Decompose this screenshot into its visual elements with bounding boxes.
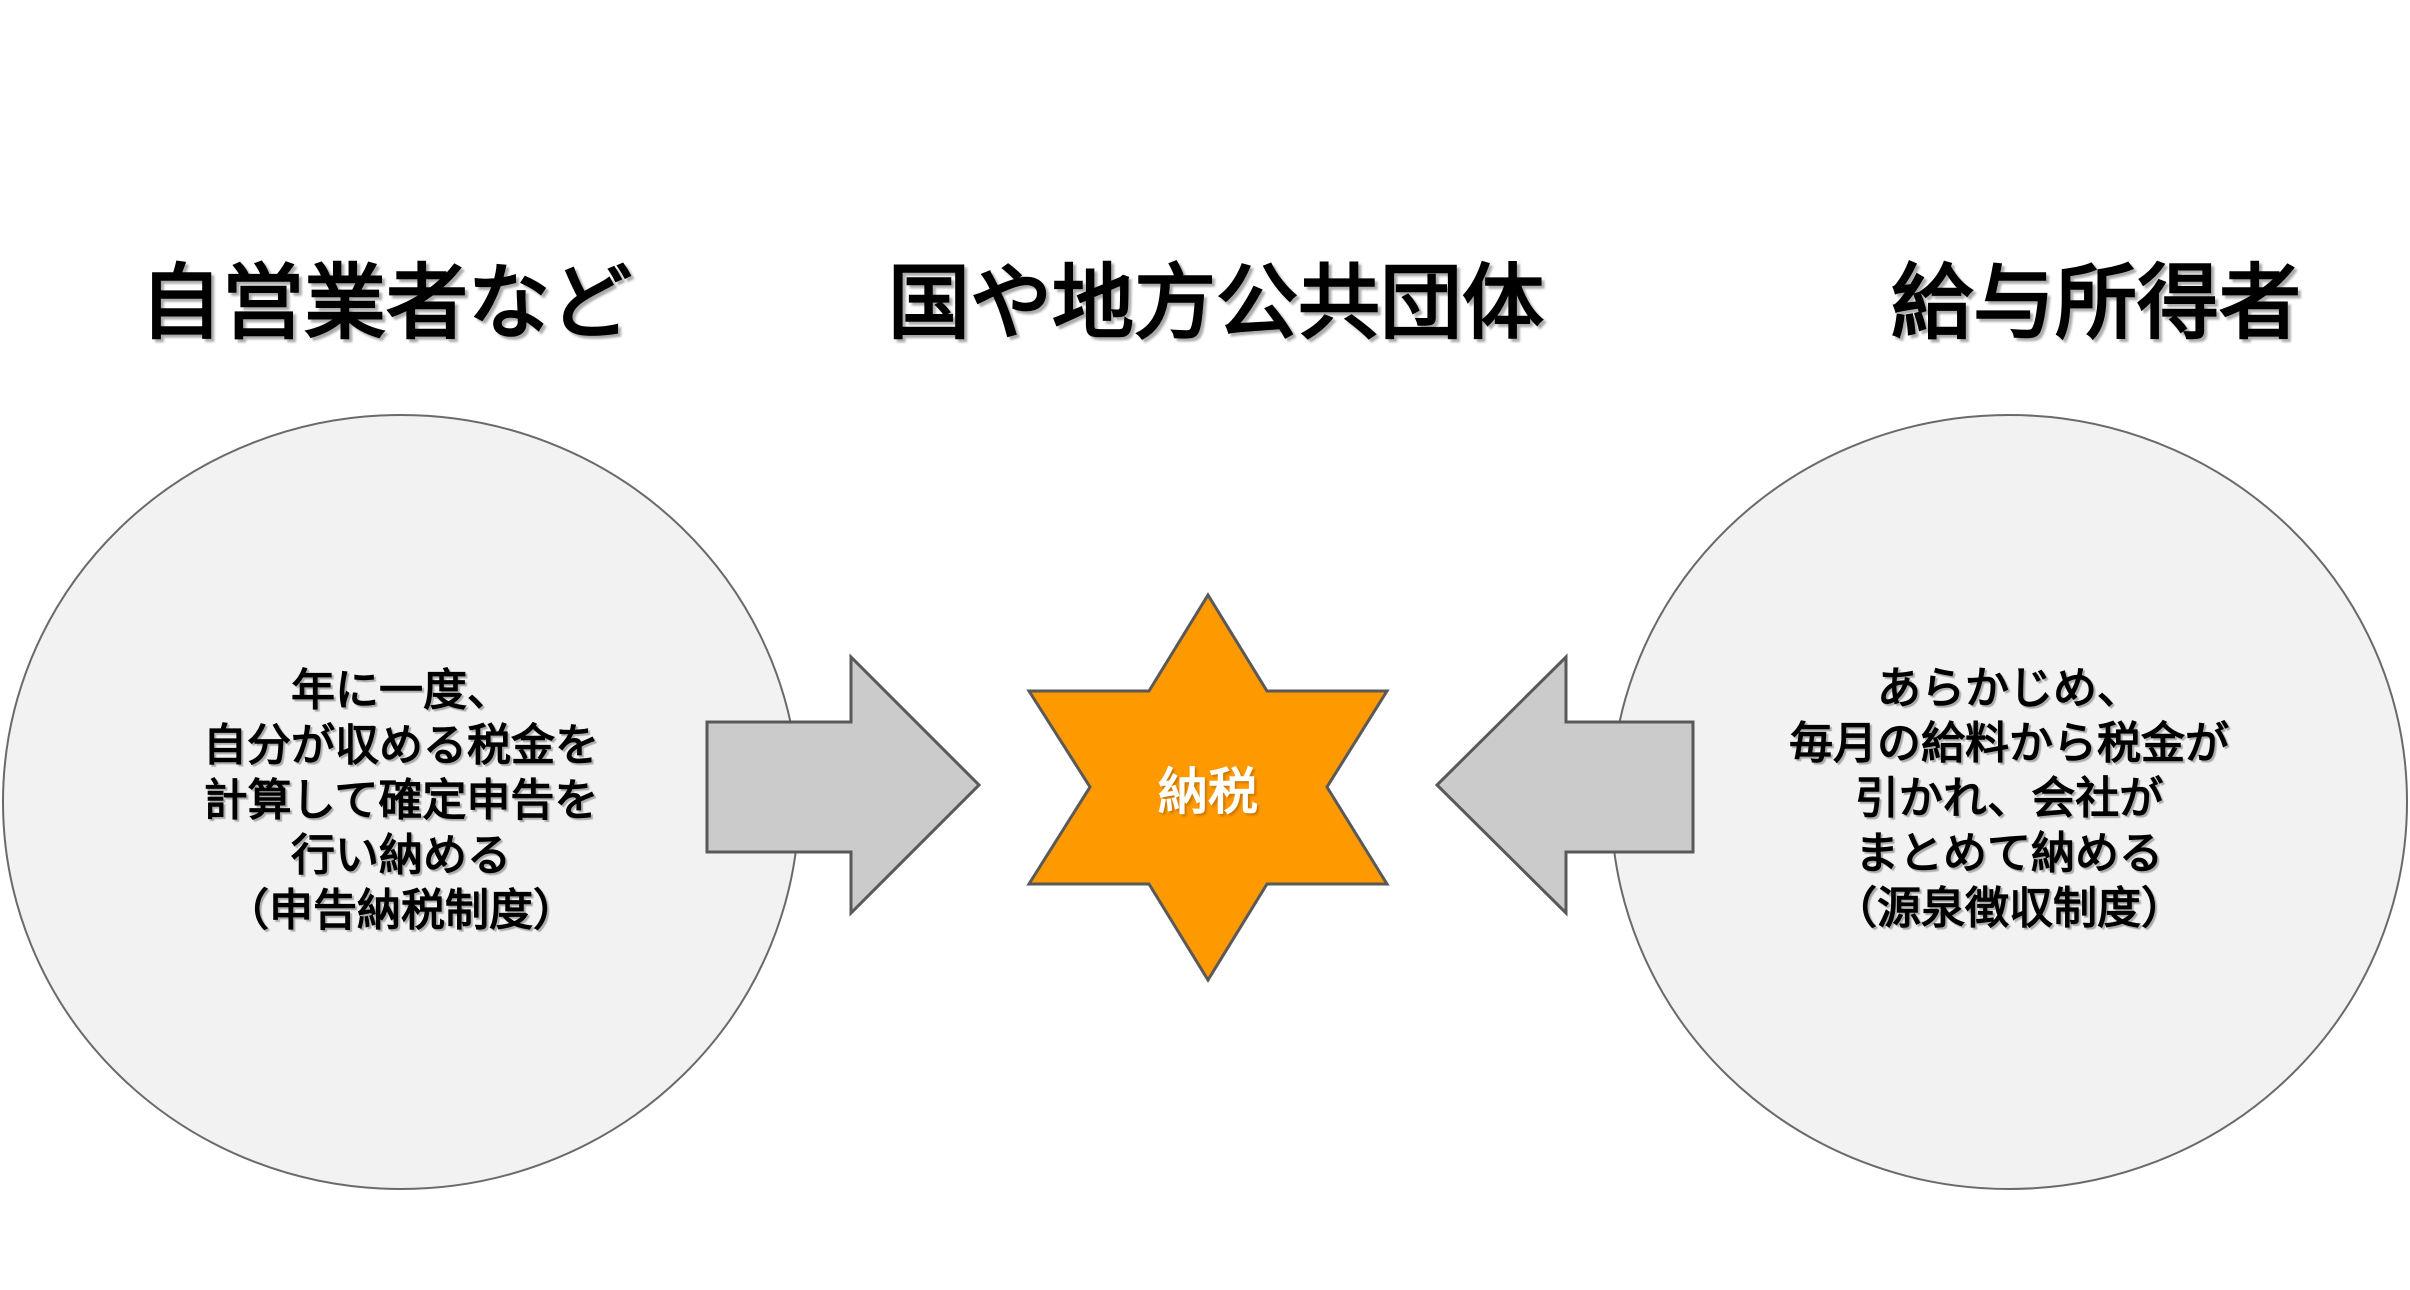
six-pointed-star-shape bbox=[1026, 592, 1390, 983]
arrow-left-icon bbox=[1434, 653, 1695, 917]
text-line: 計算して確定申告を bbox=[203, 776, 599, 825]
title-self-employed: 自営業者など bbox=[139, 258, 633, 349]
text-line: 年に一度、 bbox=[291, 666, 511, 715]
text-line: 引かれ、会社が bbox=[1854, 774, 2164, 823]
text-line: 毎月の給料から税金が bbox=[1789, 719, 2229, 768]
text-line: まとめて納める bbox=[1855, 829, 2163, 878]
title-government: 国や地方公共団体 bbox=[887, 258, 1545, 349]
text-line: あらかじめ、 bbox=[1877, 664, 2141, 713]
star-label: 納税 bbox=[1158, 764, 1258, 820]
text-line: （申告納税制度） bbox=[225, 886, 577, 935]
text-line: 自分が収める税金を bbox=[203, 721, 599, 770]
left-circle-text: 年に一度、 自分が収める税金を 計算して確定申告を 行い納める （申告納税制度） bbox=[203, 663, 599, 938]
right-circle-text: あらかじめ、 毎月の給料から税金が 引かれ、会社が まとめて納める （源泉徴収制… bbox=[1789, 661, 2229, 936]
text-line: 行い納める bbox=[291, 831, 511, 880]
title-salary-earners: 給与所得者 bbox=[1890, 258, 2302, 349]
text-line: （源泉徴収制度） bbox=[1833, 884, 2185, 933]
arrow-right-icon bbox=[705, 653, 982, 917]
